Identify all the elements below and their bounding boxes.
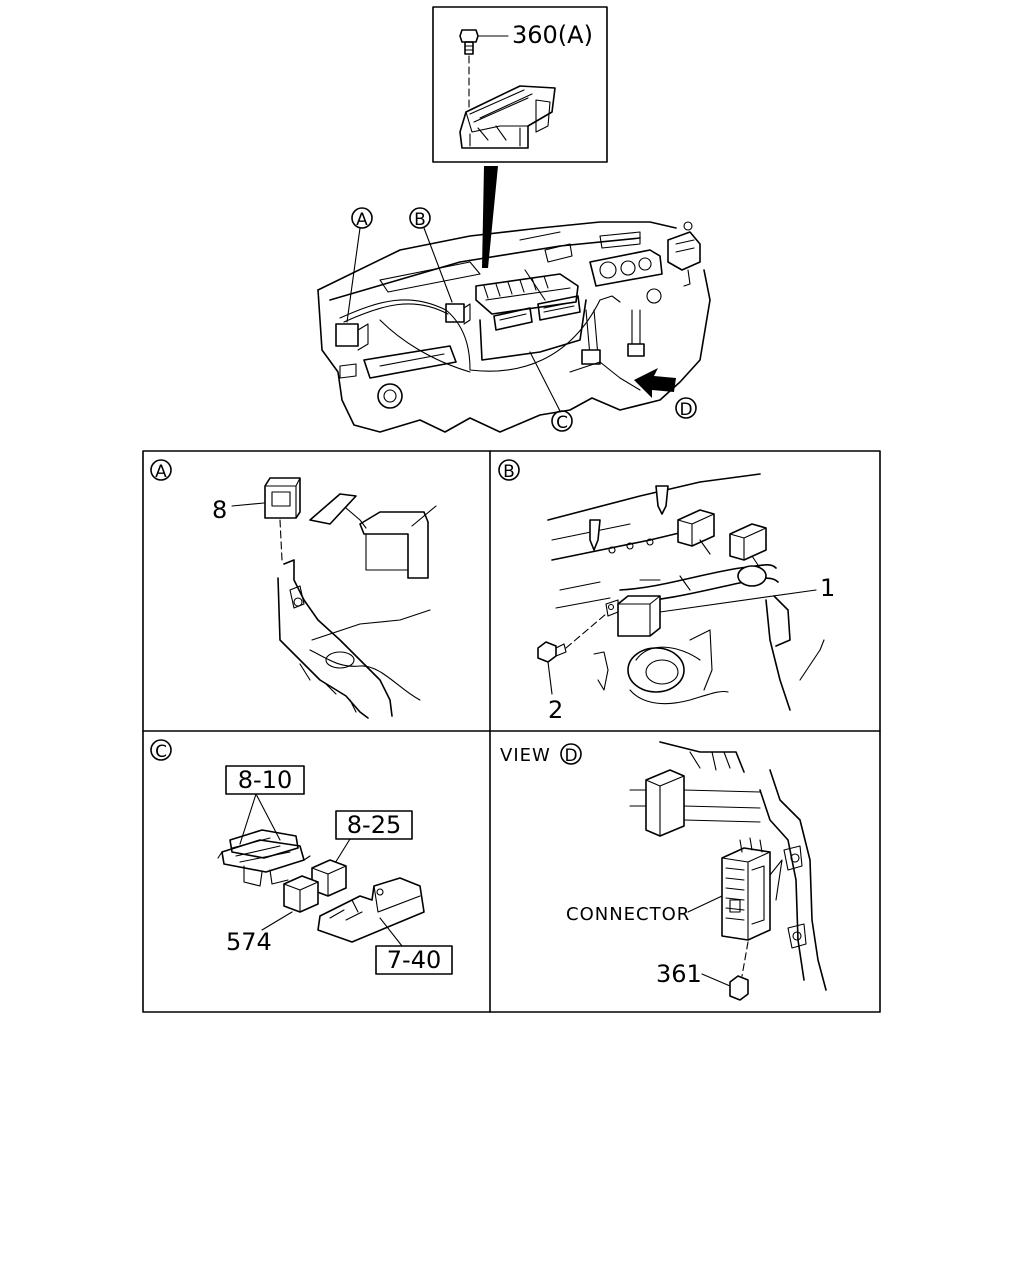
panel-d: VIEW D CONNECTOR (500, 741, 827, 1001)
svg-text:C: C (556, 413, 568, 433)
callout-a: A (346, 207, 373, 323)
connector-cluster (217, 829, 311, 887)
part-8-label: 8 (212, 496, 227, 524)
svg-text:D: D (679, 400, 692, 420)
fuse-box-illustration (459, 85, 556, 149)
part-2-label: 2 (548, 696, 563, 724)
svg-text:B: B (414, 210, 426, 230)
ref-7-40-label: 7-40 (387, 946, 441, 974)
svg-text:D: D (564, 746, 577, 766)
panel-a: A 8 (150, 459, 437, 719)
part-2-screw (537, 613, 607, 695)
view-d-title: VIEW (500, 745, 551, 766)
part-361-label: 361 (656, 960, 702, 988)
top-inset: 360(A) (432, 6, 608, 268)
ref-8-25-box (335, 810, 413, 840)
inset-pointer (482, 166, 498, 268)
bracket-7-40 (317, 877, 425, 943)
dashboard-overview (317, 221, 711, 433)
dash-part-a (335, 323, 359, 347)
ref-8-25-label: 8-25 (347, 811, 401, 839)
svg-text:C: C (155, 742, 167, 762)
view-d-arrow (634, 368, 676, 398)
part-1-label: 1 (820, 574, 835, 602)
connector-label: CONNECTOR (566, 904, 690, 925)
detail-grid (142, 450, 881, 1013)
ref-8-10-box (225, 765, 305, 795)
part-361-screw (701, 941, 749, 1001)
part-8-relay (231, 477, 301, 561)
svg-text:A: A (356, 210, 368, 230)
ref-7-40-box (375, 945, 453, 975)
callout-c: C (529, 351, 573, 433)
part-360a-label: 360(A) (512, 21, 593, 49)
panel-c: C 8-10 8-25 574 (150, 739, 453, 975)
part-1-relay (617, 589, 817, 637)
connector-illustration (721, 837, 771, 941)
callout-d: D (675, 397, 697, 420)
svg-text:A: A (155, 462, 167, 482)
top-inset-frame (432, 6, 608, 163)
callout-b: B (409, 207, 453, 303)
panel-b: B 1 (498, 459, 835, 724)
svg-text:B: B (503, 462, 515, 482)
ref-8-10-label: 8-10 (238, 766, 292, 794)
bolt-360a (459, 29, 509, 109)
part-574-label: 574 (226, 928, 272, 956)
